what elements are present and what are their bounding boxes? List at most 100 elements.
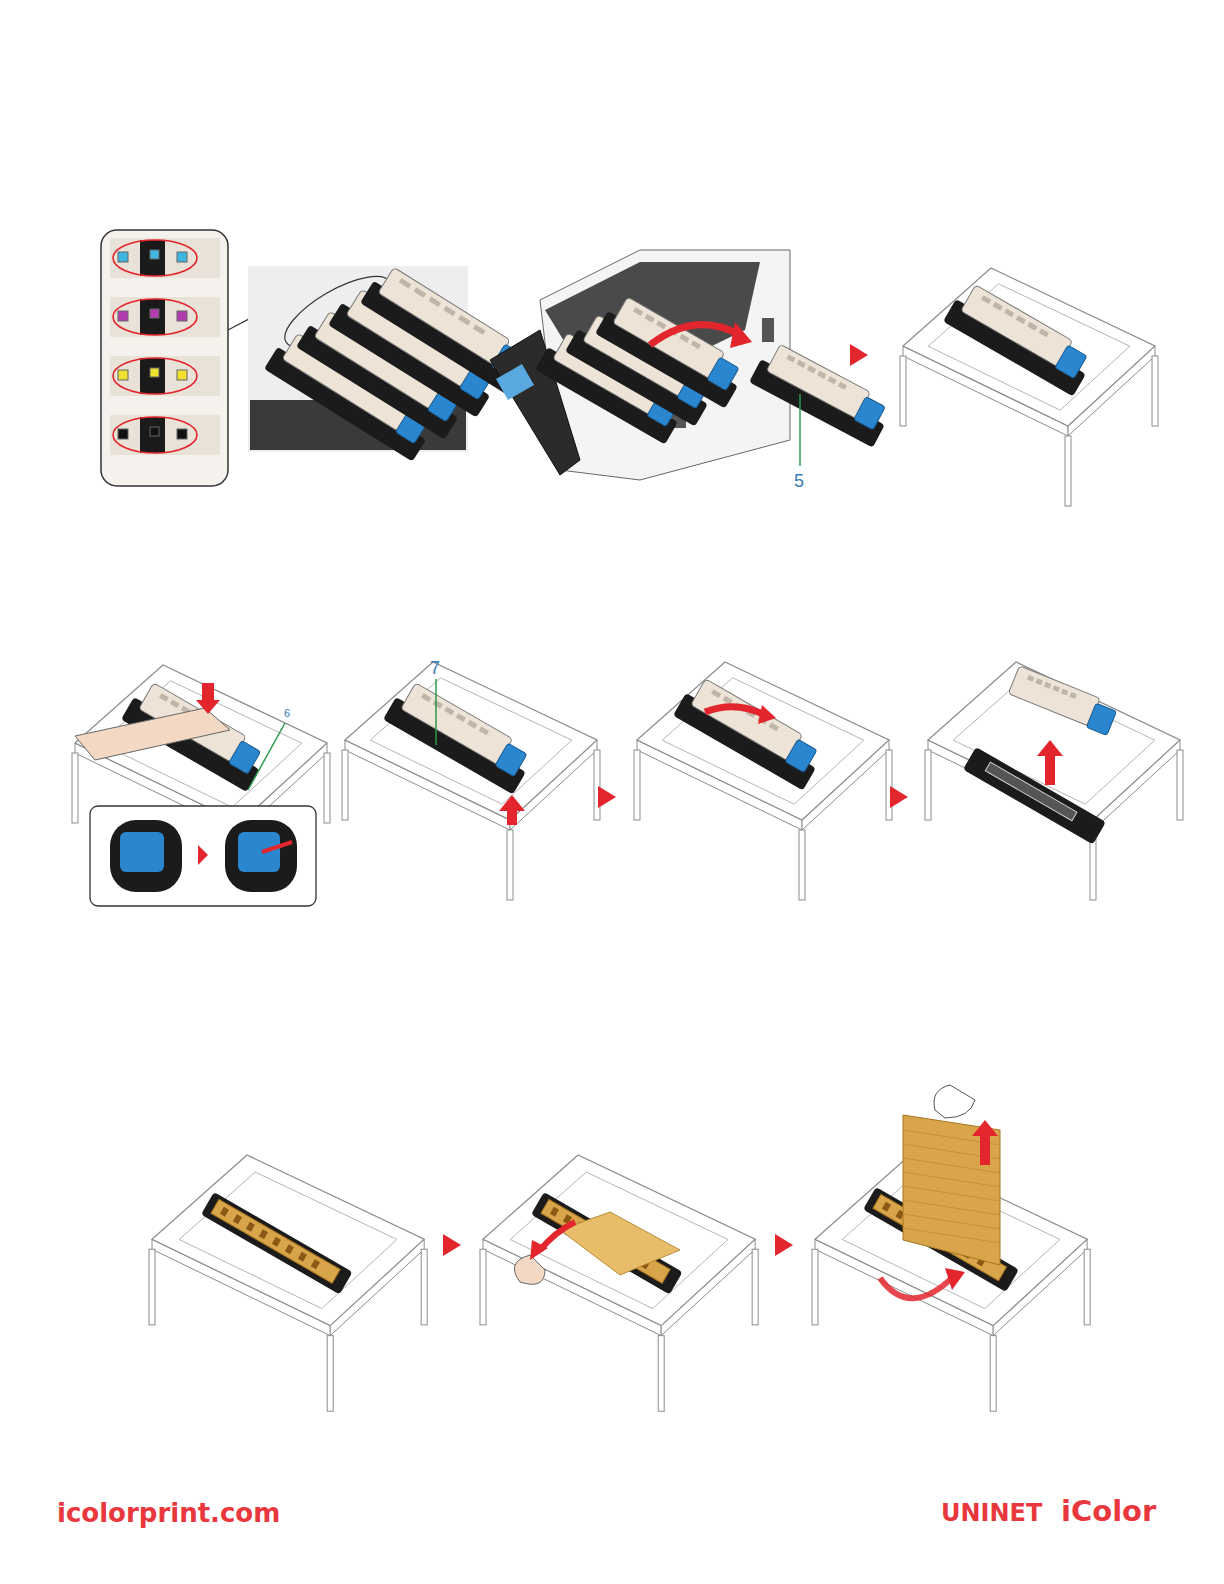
vent	[762, 318, 774, 342]
sheet-stripe	[903, 1200, 1000, 1215]
toner-body	[401, 683, 513, 765]
table	[812, 1155, 1090, 1411]
table-leg	[324, 753, 330, 823]
table-top	[152, 1155, 424, 1326]
red-arrow	[1037, 740, 1063, 785]
red-arrow	[499, 795, 525, 825]
red-arrow	[540, 1222, 575, 1250]
table-top	[75, 665, 327, 823]
sheet-tab	[272, 1237, 281, 1247]
toner-rib	[838, 382, 847, 390]
toner-rib	[817, 371, 826, 379]
brand-name: UNINET	[941, 1501, 1042, 1525]
table-leg	[594, 750, 600, 820]
table	[925, 662, 1183, 900]
sheet-stripe	[903, 1172, 1000, 1187]
table-leg	[634, 750, 640, 820]
lever-inset	[90, 806, 316, 906]
toner-rib	[421, 693, 431, 702]
toner-rib	[1052, 685, 1060, 692]
slot-frame	[140, 358, 165, 394]
sheet-stripe	[903, 1186, 1000, 1201]
sheet-tab	[550, 1207, 559, 1217]
toner-rib	[828, 376, 837, 384]
paper-sheet	[928, 284, 1130, 410]
toner-rib	[444, 707, 454, 716]
toner-rib	[633, 307, 643, 316]
toner-rib	[1027, 322, 1037, 331]
lever	[120, 832, 164, 872]
step-arrow	[443, 1234, 461, 1256]
red-arrow	[196, 683, 220, 714]
toner-rib	[769, 723, 779, 732]
cartridge	[595, 292, 749, 409]
leader-line	[248, 723, 285, 790]
toner-body	[613, 297, 725, 379]
table	[634, 662, 892, 900]
control-panel	[496, 364, 534, 400]
toner-rib	[797, 360, 806, 368]
toner-rib	[456, 713, 466, 722]
toner-rib	[159, 693, 169, 701]
toner-body	[378, 267, 510, 365]
color-mark	[177, 370, 187, 380]
drum-end	[110, 820, 182, 892]
color-mark	[150, 368, 159, 377]
table-leg	[812, 1249, 818, 1325]
table-leg	[421, 1249, 427, 1325]
paper-sheet	[370, 678, 572, 804]
slot	[110, 238, 220, 278]
color-mark	[118, 252, 128, 262]
table-leg	[1084, 1249, 1090, 1325]
toner-lever	[495, 743, 527, 777]
toner-lever	[785, 739, 817, 773]
leader-line	[799, 394, 801, 466]
table-leg	[752, 1249, 758, 1325]
drum-unit	[963, 747, 1106, 845]
callout-number: 6	[284, 708, 290, 719]
toner-rib	[645, 314, 655, 323]
paper-sheet	[510, 1172, 728, 1309]
paper-sheet	[179, 1172, 397, 1309]
color-mark	[177, 252, 187, 262]
red-arrow	[880, 1275, 955, 1298]
callout-number: 5	[794, 472, 804, 490]
toner-rib	[1035, 678, 1043, 685]
toner-lever	[1055, 345, 1087, 379]
slot	[110, 415, 220, 455]
table-top	[637, 662, 889, 820]
table	[342, 662, 600, 900]
cartridge	[201, 1192, 353, 1295]
table-leg	[1065, 436, 1071, 506]
cartridge	[531, 1192, 683, 1295]
sheet-stripe	[903, 1214, 1000, 1229]
slot-frame	[140, 417, 165, 453]
drum-end	[225, 820, 297, 892]
highlight-ellipse	[113, 240, 197, 276]
toner-rib	[433, 700, 443, 709]
red-arrowhead	[945, 1268, 965, 1290]
table-leg	[886, 750, 892, 820]
toner-rib	[1061, 689, 1069, 696]
toner-rib	[1016, 315, 1026, 324]
paper-sheet	[662, 678, 864, 804]
toner-rib	[691, 341, 701, 350]
toner-rib	[414, 287, 427, 297]
hand	[934, 1085, 975, 1118]
sheet-tab	[311, 1259, 320, 1269]
color-mark	[118, 370, 128, 380]
table-leg	[799, 830, 805, 900]
drum-slot	[985, 762, 1077, 821]
table-leg	[1152, 356, 1158, 426]
red-arrow	[705, 707, 765, 715]
toner-lever	[707, 357, 739, 391]
red-arrow	[262, 842, 292, 852]
footer-url: icolorprint.com	[57, 1500, 280, 1526]
toner-body	[691, 679, 803, 761]
callout-number: 7	[430, 659, 440, 677]
slot	[110, 356, 220, 396]
cartridge	[1008, 666, 1119, 736]
color-mark	[150, 427, 159, 436]
sheet-tab	[246, 1222, 255, 1232]
